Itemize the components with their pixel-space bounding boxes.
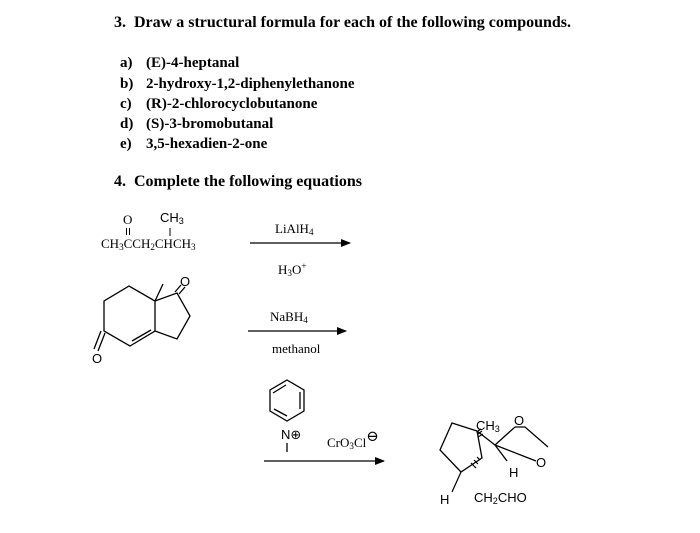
- carbonyl-oxygen: O: [123, 212, 133, 227]
- ketone-bond-a: [174, 284, 182, 293]
- angular-methyl: [154, 283, 164, 302]
- list-item-b: b) 2-hydroxy-1,2-diphenylethanone: [120, 76, 355, 93]
- hash-6: [470, 462, 477, 469]
- item-label: d): [120, 116, 134, 132]
- item-text: (S)-3-bromobutanal: [146, 116, 274, 132]
- dioxolane-oxygen-top: O: [514, 413, 525, 428]
- acetal-h-bond: [494, 444, 508, 462]
- ring-hydrogen: H: [440, 492, 450, 507]
- enone-carbonyl-b: [93, 330, 102, 350]
- pyridinium-nitrogen: N⊕: [281, 427, 302, 442]
- hash-1: [477, 428, 482, 432]
- methyl-text: CH: [160, 210, 179, 225]
- pyridine-inner-bond-c: [273, 408, 288, 417]
- negative-charge: ⊖: [366, 429, 379, 445]
- condensed-formula: CH3CCH2CHCH3: [101, 236, 196, 252]
- reagent-lialh4: LiAlH4: [275, 221, 314, 237]
- aldehyde-side-chain: CH2CHO: [474, 490, 527, 506]
- side-chain-subscript: 2: [492, 496, 498, 506]
- reagent-subscript: 4: [308, 227, 314, 237]
- hash-3: [477, 433, 484, 438]
- five-membered-ring: [154, 292, 191, 340]
- reagent-text: Cl: [353, 435, 367, 450]
- acetal-hydrogen: H: [509, 465, 519, 480]
- ketone-oxygen-left: O: [92, 351, 103, 366]
- item-label: c): [120, 96, 132, 112]
- list-item-d: d) (S)-3-bromobutanal: [120, 116, 273, 133]
- reagent-subscript: 4: [303, 315, 308, 325]
- ring-h-bond: [451, 471, 462, 493]
- list-item-c: c) (R)-2-chlorocyclobutanone: [120, 96, 317, 113]
- methyl-subscript: 3: [494, 424, 500, 434]
- reagent-methanol: methanol: [272, 341, 321, 356]
- hash-5: [473, 459, 479, 465]
- stereo-bonds: [451, 428, 484, 493]
- formula-subscript: 2: [150, 242, 155, 252]
- reagent-subscript: 3: [287, 268, 292, 278]
- list-item-e: e) 3,5-hexadien-2-one: [120, 136, 267, 153]
- reagent-text: CrO: [327, 435, 350, 450]
- methyl-group: CH3: [160, 210, 184, 226]
- item-text: (E)-4-heptanal: [146, 55, 240, 71]
- cyclopentane-ring: [439, 422, 483, 473]
- acetal-o-bond: [494, 444, 537, 462]
- item-label: b): [120, 76, 134, 92]
- bicyclic-diketone: [93, 283, 191, 352]
- item-text: (R)-2-chlorocyclobutanone: [146, 96, 318, 112]
- reagent-text: H: [278, 262, 288, 277]
- formula-part: CHCH: [154, 236, 192, 251]
- formula-part: CH: [101, 236, 120, 251]
- reagent-cro3cl: CrO3Cl⊖: [327, 427, 379, 451]
- formula-part: CCH: [123, 236, 151, 251]
- ketone-bond-b: [178, 286, 186, 295]
- hash-2: [477, 430, 483, 435]
- formula-subscript: 3: [119, 242, 124, 252]
- reagent-nabh4: NaBH4: [270, 309, 308, 325]
- dioxolane-ring-a: [494, 426, 549, 448]
- six-membered-ring: [103, 285, 156, 347]
- item-text: 3,5-hexadien-2-one: [146, 136, 268, 152]
- ring-double-bond: [131, 329, 152, 342]
- product-structure: [439, 422, 549, 473]
- methyl-subscript: 3: [178, 216, 184, 226]
- reagent-text: LiAlH: [275, 221, 309, 236]
- reagent-h3o: H3O+: [278, 261, 306, 278]
- enone-carbonyl-a: [97, 332, 106, 352]
- question-4-heading: 4. Complete the following equations: [114, 173, 362, 190]
- pyridine-inner-bond-a: [272, 384, 287, 394]
- reagent-subscript: 3: [349, 441, 354, 451]
- reagent-text: NaBH: [270, 309, 304, 324]
- hash-4: [476, 456, 481, 461]
- formula-subscript: 3: [191, 242, 196, 252]
- dioxolane-oxygen-right: O: [536, 455, 547, 470]
- list-item-a: a) (E)-4-heptanal: [120, 55, 239, 72]
- ketone-bonds: [126, 228, 171, 236]
- reagent-superscript: +: [301, 261, 307, 271]
- reagent-text: O: [291, 262, 302, 277]
- ketone-oxygen-top: O: [180, 274, 191, 289]
- item-text: 2-hydroxy-1,2-diphenylethanone: [146, 76, 355, 92]
- ring-to-acetal-bond: [476, 430, 496, 446]
- side-chain-text: CHO: [497, 490, 527, 505]
- item-label: a): [120, 55, 133, 71]
- pyridinium-ring: [269, 379, 305, 452]
- side-chain-text: CH: [474, 490, 493, 505]
- pyridine-ring: [269, 379, 305, 422]
- item-label: e): [120, 136, 132, 152]
- question-3-heading: 3. Draw a structural formula for each of…: [114, 14, 572, 31]
